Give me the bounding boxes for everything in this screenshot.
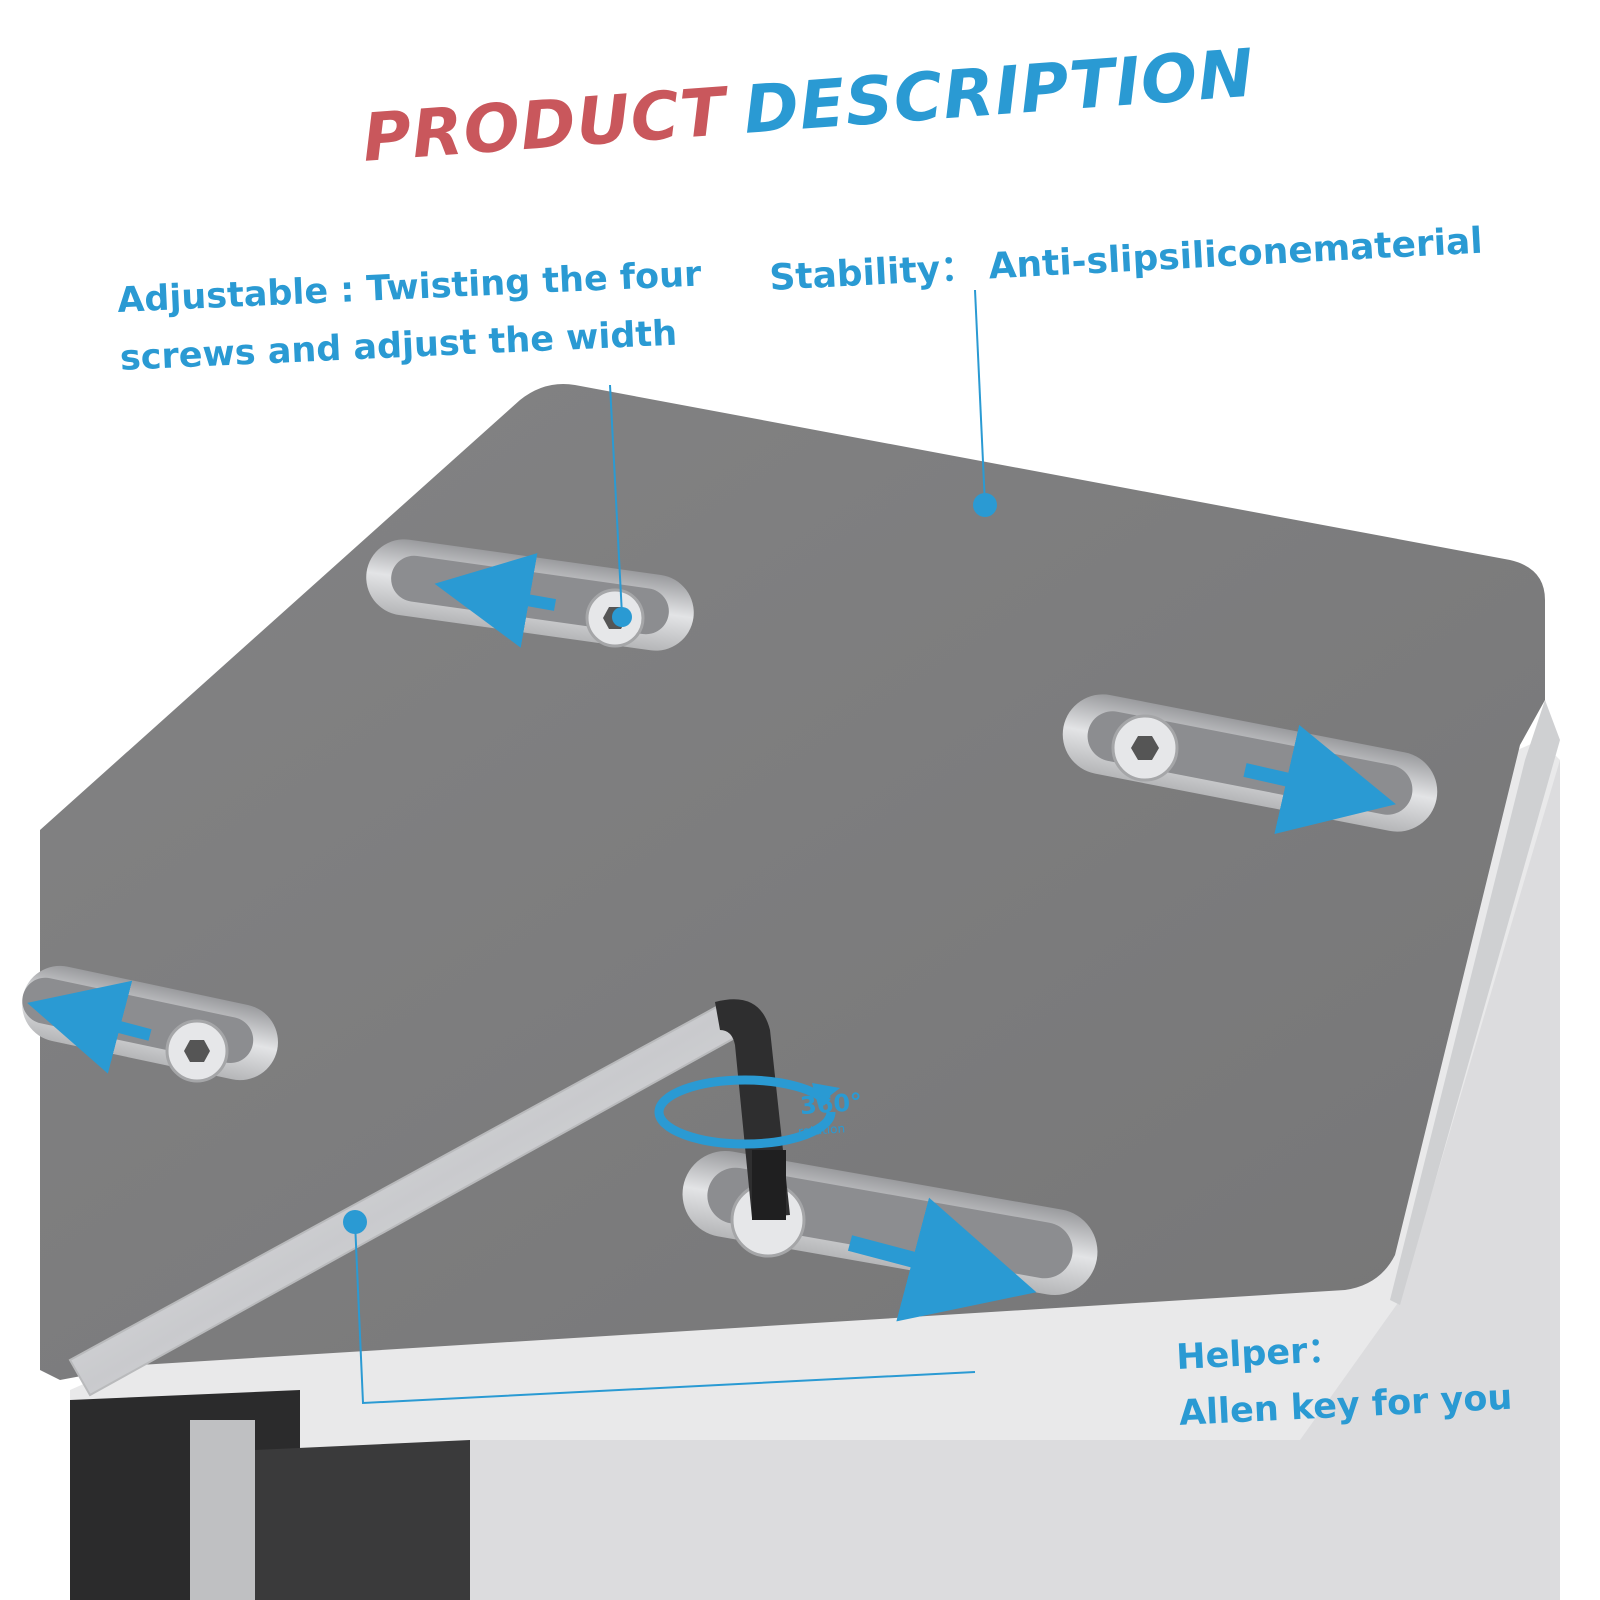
rotation-label: 360° xyxy=(799,1087,864,1121)
slot-left xyxy=(22,965,278,1083)
rotation-arrow-icon xyxy=(654,1075,840,1149)
callout-leaders xyxy=(343,289,997,1405)
silicone-plate xyxy=(40,384,1560,1380)
allen-key xyxy=(68,999,790,1397)
arrow-right-icon xyxy=(1243,724,1396,835)
slot-right xyxy=(1062,694,1438,835)
arrow-left-icon xyxy=(434,553,557,648)
slot-top-left xyxy=(366,539,694,651)
arrow-right-icon xyxy=(847,1197,1037,1322)
callout-helper: Helper： Allen key for you xyxy=(1175,1314,1514,1442)
arrow-left-icon xyxy=(27,980,152,1074)
